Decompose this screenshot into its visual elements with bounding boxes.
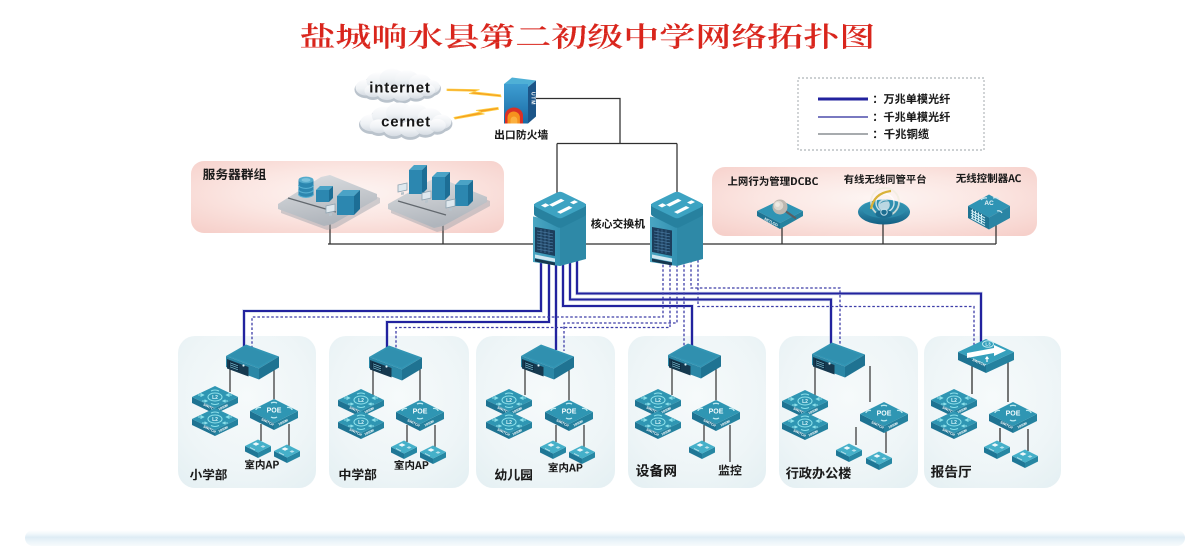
svg-text:1000M: 1000M (278, 418, 289, 426)
svg-text:internet: internet (369, 80, 430, 97)
svg-text:1000M: 1000M (512, 428, 523, 436)
svg-text:SWITCH: SWITCH (407, 418, 421, 428)
svg-text:L2: L2 (655, 398, 661, 404)
svg-text:SWITCH: SWITCH (349, 428, 363, 438)
svg-text:1000M: 1000M (218, 403, 229, 411)
svg-text:POE: POE (709, 409, 724, 416)
svg-text:1000M: 1000M (218, 425, 229, 433)
svg-text:POE: POE (267, 408, 282, 415)
svg-text:L2: L2 (212, 417, 218, 423)
svg-text:SWITCH: SWITCH (942, 406, 956, 416)
svg-text:1000M: 1000M (1017, 421, 1028, 429)
svg-text:POE: POE (877, 411, 892, 418)
svg-text:SWITCH: SWITCH (793, 429, 807, 439)
svg-text:SWITCH: SWITCH (349, 406, 363, 416)
svg-text:1000M: 1000M (364, 406, 375, 414)
svg-text:SWITCH: SWITCH (703, 418, 717, 428)
svg-text:SWITCH: SWITCH (203, 425, 217, 435)
svg-text:L2: L2 (802, 421, 808, 427)
svg-text:SWITCH: SWITCH (646, 428, 660, 438)
svg-text:L2: L2 (655, 420, 661, 426)
svg-text:1000M: 1000M (364, 428, 375, 436)
svg-text:L2: L2 (212, 395, 218, 401)
svg-text:1000M: 1000M (512, 406, 523, 414)
svg-text:L2: L2 (358, 398, 364, 404)
svg-text:1000M: 1000M (808, 429, 819, 437)
svg-text:1000M: 1000M (957, 428, 968, 436)
svg-text:SWITCH: SWITCH (942, 428, 956, 438)
svg-text:cernet: cernet (381, 114, 431, 131)
svg-text:SWITCH: SWITCH (1000, 420, 1014, 430)
svg-text:1000M: 1000M (573, 419, 584, 427)
svg-text:1000M: 1000M (720, 419, 731, 427)
svg-text:L2: L2 (358, 420, 364, 426)
svg-text:SWITCH: SWITCH (203, 403, 217, 413)
svg-text:SWITCH: SWITCH (793, 407, 807, 417)
svg-text:1000M: 1000M (424, 419, 435, 427)
svg-text:1000M: 1000M (888, 421, 899, 429)
svg-text:UTM: UTM (530, 92, 536, 105)
svg-text:SWITCH: SWITCH (871, 420, 885, 430)
svg-text:AC: AC (984, 200, 994, 207)
svg-text:L3: L3 (985, 342, 991, 347)
svg-text:POE: POE (562, 409, 577, 416)
svg-text:SWITCH: SWITCH (497, 428, 511, 438)
svg-text:L2: L2 (951, 420, 957, 426)
svg-text:SWITCH: SWITCH (972, 358, 987, 368)
svg-text:L2: L2 (506, 420, 512, 426)
svg-text:1000M: 1000M (661, 406, 672, 414)
svg-text:POE: POE (1006, 411, 1021, 418)
svg-text:SWITCH: SWITCH (497, 406, 511, 416)
svg-text:NETLOG: NETLOG (764, 217, 779, 228)
svg-text:SWITCH: SWITCH (646, 406, 660, 416)
svg-text:1000M: 1000M (661, 428, 672, 436)
svg-text:L2: L2 (951, 398, 957, 404)
svg-text:SWITCH: SWITCH (261, 417, 275, 427)
svg-text:L2: L2 (802, 399, 808, 405)
svg-text:1000M: 1000M (808, 407, 819, 415)
svg-text:1000M: 1000M (957, 406, 968, 414)
svg-text:L2: L2 (506, 398, 512, 404)
svg-text:SWITCH: SWITCH (556, 418, 570, 428)
svg-text:POE: POE (413, 409, 428, 416)
